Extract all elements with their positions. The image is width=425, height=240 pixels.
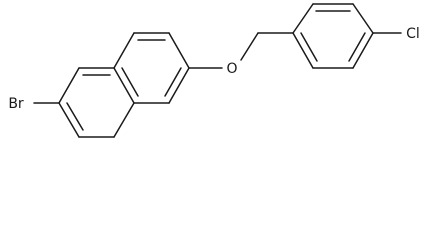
bond [58, 102, 80, 138]
naphthalene-right-ring [113, 32, 190, 104]
bond-double-inner [164, 67, 182, 97]
bond-o-ch2 [240, 32, 259, 61]
structure-canvas: Br O Cl [8, 3, 420, 138]
oxygen-atom-label: O [226, 61, 237, 77]
bond [58, 67, 80, 104]
bond-double-inner [348, 32, 366, 62]
bond-double-inner [300, 32, 318, 62]
bond-double-inner [66, 102, 84, 131]
bond [292, 32, 314, 69]
bond [352, 3, 374, 34]
bond [113, 32, 135, 69]
bromine-atom-label: Br [8, 96, 24, 112]
bond-double-inner [121, 67, 139, 97]
bond [113, 102, 135, 138]
chlorine-atom-label: Cl [406, 26, 420, 42]
bond [292, 3, 314, 34]
molecule-drawing: Br O Cl [8, 3, 420, 138]
chlorophenyl-ring [292, 3, 374, 69]
bond [113, 67, 135, 104]
naphthalene-left-ring [58, 67, 135, 138]
bond [168, 32, 190, 69]
bond [352, 32, 374, 69]
bond [168, 67, 190, 104]
